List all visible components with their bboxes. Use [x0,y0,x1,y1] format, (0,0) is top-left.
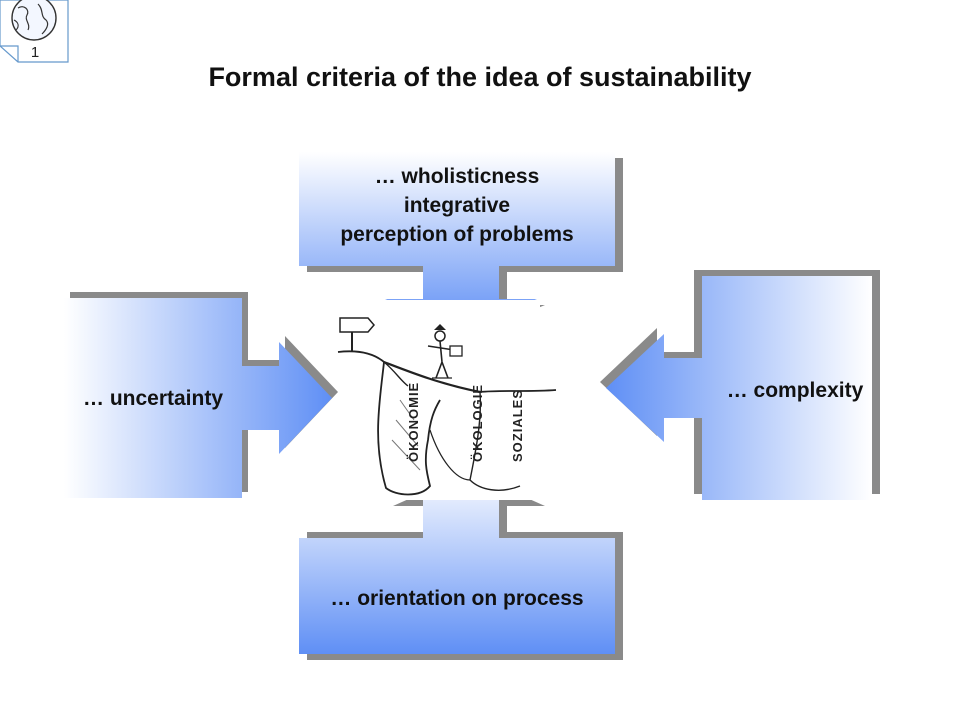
criterion-left: … uncertainty [82,387,224,410]
pillar-soziales: SOZIALES [510,389,525,462]
criterion-bottom: … orientation on process [330,587,584,610]
callout-top [299,152,623,337]
callout-right [600,270,880,500]
tightrope-walker-sketch: ÖKONOMIE ÖKOLOGIE SOZIALES [337,300,557,500]
criterion-top-line-2: integrative [403,194,511,217]
criterion-top-line-1: … wholisticness [374,165,540,188]
page-number: 1 [30,44,40,61]
criterion-top: … wholisticness integrative perception o… [299,162,615,249]
globe-icon [0,0,69,63]
callout-bottom [299,466,623,660]
criterion-right: … complexity [726,379,864,402]
slide-title: Formal criteria of the idea of sustainab… [208,62,752,92]
pillar-oekologie: ÖKOLOGIE [470,384,485,462]
callout-left [64,292,338,498]
criterion-top-line-3: perception of problems [340,223,574,246]
pillar-oekonomie: ÖKONOMIE [406,382,421,462]
